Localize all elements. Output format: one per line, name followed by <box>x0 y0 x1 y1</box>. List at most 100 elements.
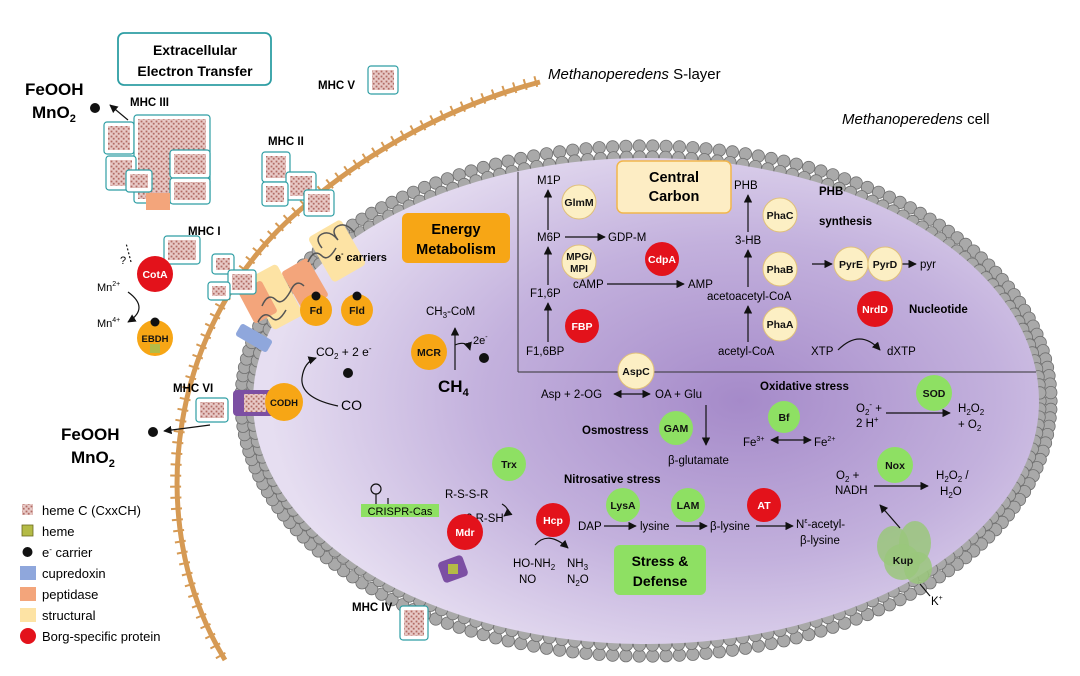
svg-text:2 H+: 2 H+ <box>856 415 879 430</box>
svg-text:H2O: H2O <box>940 486 962 500</box>
svg-text:H2O2: H2O2 <box>958 403 985 417</box>
svg-text:GlmM: GlmM <box>564 197 593 209</box>
svg-text:Fld: Fld <box>349 305 365 317</box>
svg-text:Central: Central <box>649 170 699 186</box>
svg-text:Nitrosative stress: Nitrosative stress <box>564 474 661 486</box>
svg-text:LAM: LAM <box>677 500 700 512</box>
svg-text:Osmostress: Osmostress <box>582 425 648 437</box>
stress-pathways: Asp + 2-OG OA + Glu Osmostress β-glutama… <box>445 381 985 608</box>
svg-text:HO-NH2: HO-NH2 <box>513 558 556 572</box>
svg-text:FeOOH: FeOOH <box>25 80 84 99</box>
mhc-labels: MHC III MHC II MHC I MHC V MHC VI MHC IV <box>130 80 393 614</box>
svg-text:AT: AT <box>757 500 771 512</box>
svg-text:F1,6BP: F1,6BP <box>526 346 565 358</box>
svg-text:cAMP: cAMP <box>573 279 604 291</box>
svg-text:NO: NO <box>519 574 536 586</box>
enzyme-kup: Kup <box>893 555 913 567</box>
svg-text:peptidase: peptidase <box>42 587 98 602</box>
svg-text:Kup: Kup <box>893 555 913 567</box>
enzyme-mdr: Mdr <box>447 514 483 550</box>
central-carbon-pathway: M1P M6P GDP-M cAMP AMP F1,6P F1,6BP PHB … <box>526 175 968 358</box>
enzyme-sod: SOD <box>916 375 952 411</box>
energy-metabolism: e- carriers CH3-CoM 2e- CH4 CO2 + 2 e- C… <box>301 251 489 413</box>
section-dividers <box>517 172 1036 373</box>
enzyme-codh: CODH <box>265 383 303 421</box>
enzyme-phac: PhaC <box>762 197 798 233</box>
svg-text:Trx: Trx <box>501 459 517 471</box>
legend-item-e-carrier: e- carrier <box>22 545 93 560</box>
svg-text:MPG/: MPG/ <box>566 252 592 263</box>
central-carbon-box: Central Carbon <box>616 160 732 214</box>
svg-text:PHB: PHB <box>819 186 843 198</box>
svg-text:CH3-CoM: CH3-CoM <box>426 306 475 320</box>
mhc-i-label: MHC I <box>188 226 221 238</box>
svg-text:M6P: M6P <box>537 232 561 244</box>
svg-text:Fe2+: Fe2+ <box>814 436 835 449</box>
svg-text:O2 +: O2 + <box>836 470 860 484</box>
enzyme-lam: LAM <box>671 488 705 522</box>
cupredoxin-protein <box>236 324 272 352</box>
enzyme-phaa: PhaA <box>762 306 798 342</box>
svg-text:PhaC: PhaC <box>767 210 794 222</box>
svg-text:Nucleotide: Nucleotide <box>909 304 968 316</box>
enzyme-hcp: Hcp <box>536 503 570 537</box>
enzyme-cdpa: CdpA <box>645 242 679 276</box>
svg-text:dXTP: dXTP <box>887 346 916 358</box>
svg-text:Mn2+: Mn2+ <box>97 281 120 294</box>
svg-text:N2O: N2O <box>567 574 589 588</box>
mhc-vi-label: MHC VI <box>173 383 213 395</box>
svg-text:Hcp: Hcp <box>543 515 563 527</box>
cytoplasm <box>253 158 1039 644</box>
legend-item-heme-c: heme C (CxxCH) <box>22 503 141 518</box>
svg-text:MnO2: MnO2 <box>32 103 76 125</box>
stress-defense-box: Stress & Defense <box>614 545 706 595</box>
enzyme-phab: PhaB <box>762 251 798 287</box>
svg-text:cupredoxin: cupredoxin <box>42 566 106 581</box>
mhc-iii-label: MHC III <box>130 97 169 109</box>
crispr-cas-bar <box>361 504 439 517</box>
legend-item-cupredoxin: cupredoxin <box>20 566 106 581</box>
mhc-iii-peptidase <box>146 193 170 210</box>
svg-text:CH4: CH4 <box>438 377 470 399</box>
svg-text:FBP: FBP <box>572 321 593 333</box>
svg-text:?: ? <box>120 255 126 267</box>
enzyme-fld: Fld <box>341 291 373 326</box>
feooh-bottom: FeOOH MnO2 <box>61 424 211 470</box>
enzyme-cota: CotA <box>137 256 173 292</box>
svg-text:PhaA: PhaA <box>767 319 794 331</box>
svg-text:Stress &: Stress & <box>632 553 689 569</box>
svg-text:MPI: MPI <box>570 264 588 275</box>
svg-text:Extracellular: Extracellular <box>153 42 238 58</box>
enzyme-mpg-mpi: MPG/MPI <box>561 244 597 280</box>
svg-text:MnO2: MnO2 <box>71 448 115 470</box>
e-carrier-dot <box>148 427 158 437</box>
svg-text:pyr: pyr <box>920 259 936 271</box>
enzyme-trx: Trx <box>492 447 526 481</box>
mn-cycle: Mn2+ Mn4+ ? <box>97 242 140 330</box>
svg-text:acetoacetyl-CoA: acetoacetyl-CoA <box>707 291 792 303</box>
svg-text:AspC: AspC <box>622 366 650 378</box>
svg-text:PhaB: PhaB <box>767 264 794 276</box>
svg-text:Carbon: Carbon <box>649 189 700 205</box>
svg-text:e- carriers: e- carriers <box>335 251 387 264</box>
enzyme-fbp: FBP <box>565 309 599 343</box>
svg-text:LysA: LysA <box>610 500 636 512</box>
svg-text:Energy: Energy <box>431 222 480 238</box>
svg-text:MCR: MCR <box>417 347 441 359</box>
enzyme-bf: Bf <box>768 401 800 433</box>
svg-text:PyrE: PyrE <box>839 259 863 271</box>
svg-text:PHB: PHB <box>734 180 758 192</box>
svg-text:β-lysine: β-lysine <box>710 521 750 533</box>
svg-text:CODH: CODH <box>270 398 298 409</box>
svg-text:Asp + 2-OG: Asp + 2-OG <box>541 389 602 401</box>
svg-text:Defense: Defense <box>633 573 688 589</box>
enzyme-at: AT <box>747 488 781 522</box>
svg-text:OA + Glu: OA + Glu <box>655 389 702 401</box>
svg-text:O2- +: O2- + <box>856 400 882 417</box>
svg-text:AMP: AMP <box>688 279 713 291</box>
svg-text:β-glutamate: β-glutamate <box>668 455 729 467</box>
legend-item-peptidase: peptidase <box>20 587 98 602</box>
svg-text:Mdr: Mdr <box>455 527 474 539</box>
